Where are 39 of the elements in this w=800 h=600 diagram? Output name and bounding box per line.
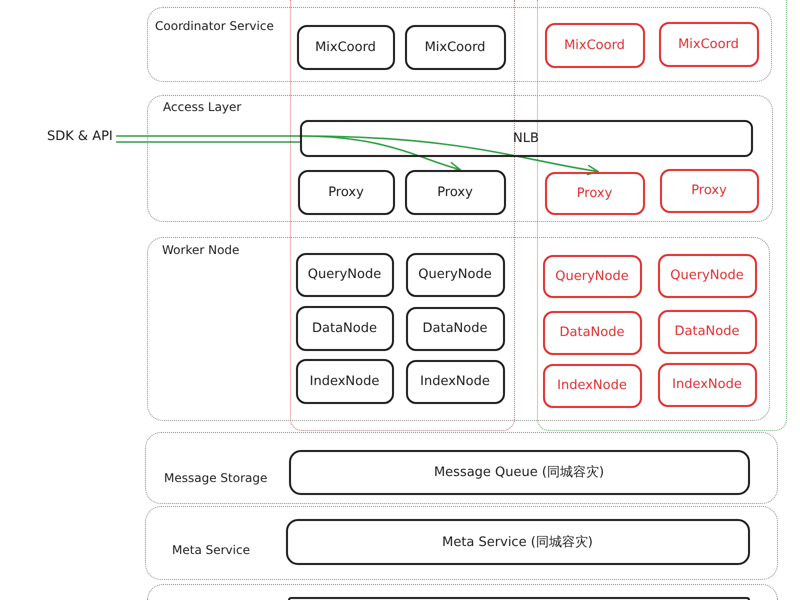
layer-label: Meta Service bbox=[172, 543, 250, 557]
layer-band bbox=[147, 7, 772, 82]
component-box: QueryNode bbox=[542, 254, 642, 298]
component-box: NLB bbox=[300, 120, 752, 156]
component-box: IndexNode bbox=[296, 358, 394, 404]
component-box: MixCoord bbox=[404, 24, 506, 70]
layer-band bbox=[147, 237, 770, 421]
layer-band bbox=[145, 506, 778, 580]
component-box: Message Queue (同城容灾) bbox=[288, 450, 750, 494]
layer-label: Access Layer bbox=[163, 100, 242, 114]
component-box: Proxy bbox=[404, 170, 506, 214]
layer-label: Worker Node bbox=[162, 243, 240, 257]
component-box: MixCoord bbox=[544, 22, 644, 68]
layer-band bbox=[147, 584, 778, 600]
component-box: DataNode bbox=[658, 310, 756, 354]
component-box bbox=[288, 596, 750, 600]
connector-line bbox=[116, 141, 300, 143]
component-box: Proxy bbox=[298, 170, 394, 214]
layer-band bbox=[145, 432, 778, 504]
component-box: Proxy bbox=[544, 172, 644, 214]
component-box: QueryNode bbox=[658, 254, 756, 298]
component-box: QueryNode bbox=[296, 252, 394, 296]
component-box: QueryNode bbox=[406, 252, 504, 296]
component-box: DataNode bbox=[296, 306, 394, 350]
component-box: IndexNode bbox=[542, 364, 642, 408]
component-box: IndexNode bbox=[406, 360, 504, 404]
layer-band bbox=[147, 95, 773, 222]
client-label: SDK & API bbox=[47, 127, 117, 147]
layer-label: Message Storage bbox=[164, 471, 268, 485]
component-box: Meta Service (同城容灾) bbox=[286, 518, 750, 564]
component-box: DataNode bbox=[542, 310, 642, 354]
connector-line bbox=[116, 135, 300, 137]
arrow bbox=[298, 135, 599, 176]
component-box: MixCoord bbox=[296, 24, 394, 70]
component-box: Proxy bbox=[660, 168, 758, 212]
component-box: DataNode bbox=[406, 306, 504, 350]
component-box: IndexNode bbox=[658, 362, 756, 406]
layer-label: Coordinator Service bbox=[155, 19, 274, 33]
component-box: MixCoord bbox=[658, 22, 758, 66]
